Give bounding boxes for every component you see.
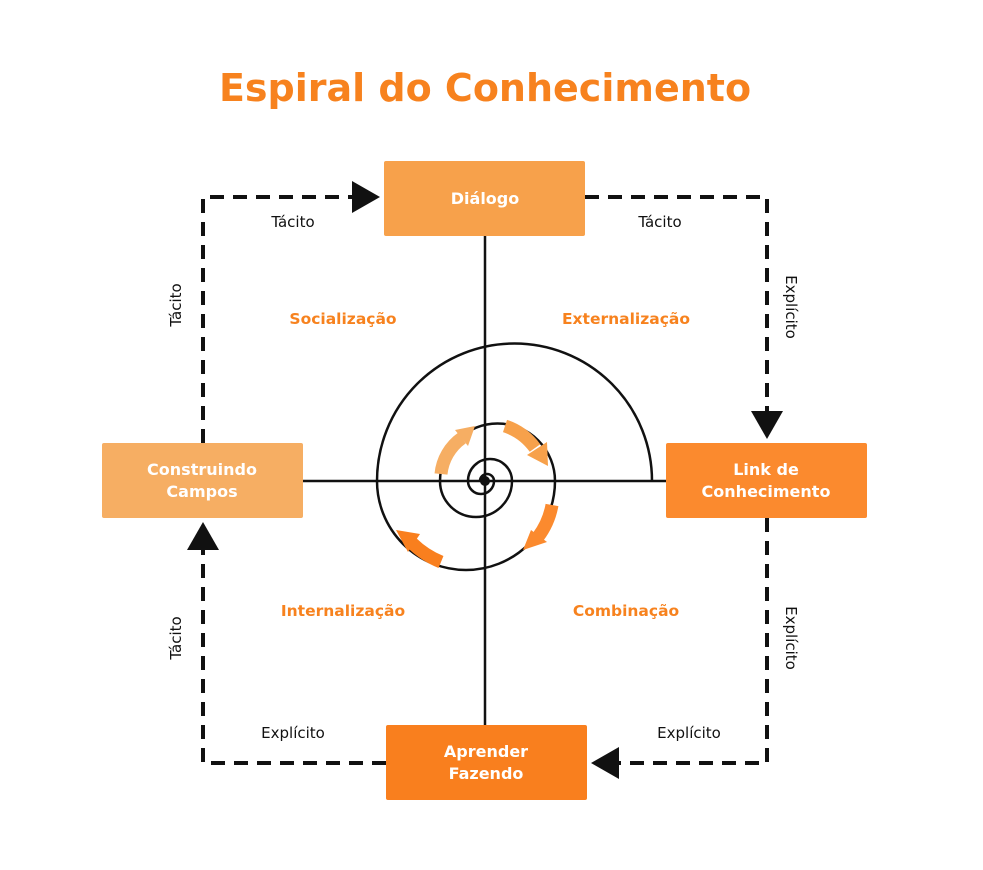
box-label: Diálogo bbox=[451, 189, 519, 208]
box-label: Aprender bbox=[444, 742, 528, 761]
flow-label: Tácito bbox=[167, 616, 185, 660]
spiral-center bbox=[480, 476, 490, 486]
cycle-arrow-1 bbox=[434, 432, 466, 475]
flow-label: Tácito bbox=[167, 283, 185, 327]
box-label: Campos bbox=[166, 482, 237, 501]
quadrant-socializacao: Socialização bbox=[289, 310, 396, 328]
flow-label: Explícito bbox=[782, 275, 800, 339]
cycle-arrow-4 bbox=[407, 538, 444, 569]
box-link-de-conhecimento: Link de Conhecimento bbox=[666, 443, 867, 518]
quadrant-internalizacao: Internalização bbox=[281, 602, 405, 620]
quadrant-combinacao: Combinação bbox=[573, 602, 679, 620]
cycle-arrow-3 bbox=[532, 503, 559, 541]
flow-arrow-left-to-top bbox=[201, 181, 380, 443]
cycle-arrow-2 bbox=[502, 419, 541, 453]
box-label: Fazendo bbox=[449, 764, 524, 783]
box-aprender-fazendo: Aprender Fazendo bbox=[386, 725, 587, 800]
dashed-flow-loop bbox=[187, 181, 783, 779]
flow-label: Tácito bbox=[637, 213, 681, 231]
flow-arrow-right-to-bottom bbox=[591, 518, 769, 779]
cycle-arrows bbox=[396, 419, 559, 569]
box-label: Conhecimento bbox=[702, 482, 831, 501]
quadrant-externalizacao: Externalização bbox=[562, 310, 690, 328]
box-dialogo: Diálogo bbox=[384, 161, 585, 236]
box-construindo-campos: Construindo Campos bbox=[102, 443, 303, 518]
flow-label: Explícito bbox=[782, 606, 800, 670]
flow-label: Tácito bbox=[270, 213, 314, 231]
diagram-title: Espiral do Conhecimento bbox=[219, 66, 751, 110]
flow-label: Explícito bbox=[261, 724, 325, 742]
flow-label: Explícito bbox=[657, 724, 721, 742]
box-label: Construindo bbox=[147, 460, 257, 479]
box-label: Link de bbox=[733, 460, 799, 479]
